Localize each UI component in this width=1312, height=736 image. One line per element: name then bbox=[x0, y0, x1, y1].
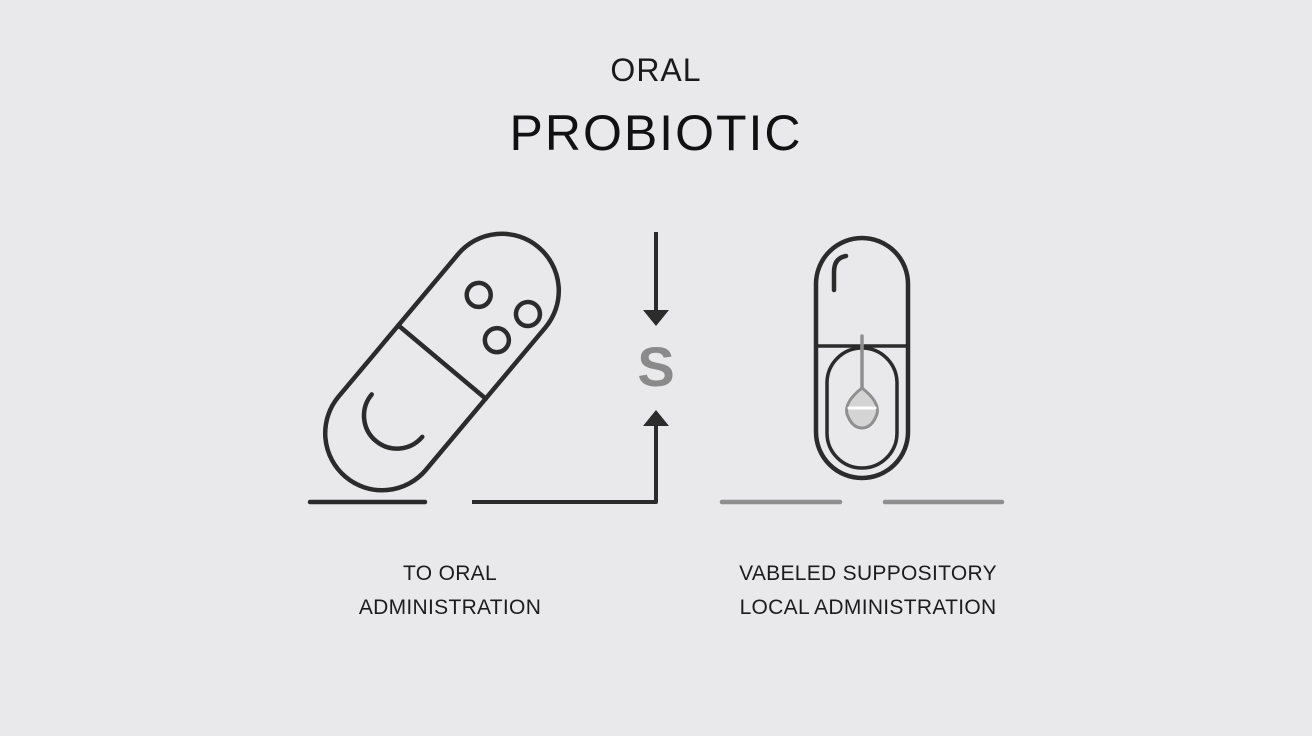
center-symbol: S bbox=[637, 335, 674, 398]
oral-label-line-1: TO ORAL bbox=[403, 562, 497, 585]
diagram-title: PROBIOTIC bbox=[509, 105, 803, 161]
oral-label-line-2: ADMINISTRATION bbox=[358, 596, 542, 619]
converging-arrows-icon bbox=[472, 232, 669, 504]
diagram-subtitle: ORAL bbox=[610, 52, 702, 88]
oral-administration-label: TO ORAL ADMINISTRATION bbox=[330, 557, 570, 625]
local-label-line-1: VABELED SUPPOSITORY bbox=[739, 562, 997, 585]
local-administration-label: VABELED SUPPOSITORY LOCAL ADMINISTRATION bbox=[698, 557, 1038, 625]
oral-capsule-icon bbox=[322, 231, 562, 493]
suppository-capsule-icon bbox=[813, 235, 911, 481]
local-label-line-2: LOCAL ADMINISTRATION bbox=[739, 596, 997, 619]
